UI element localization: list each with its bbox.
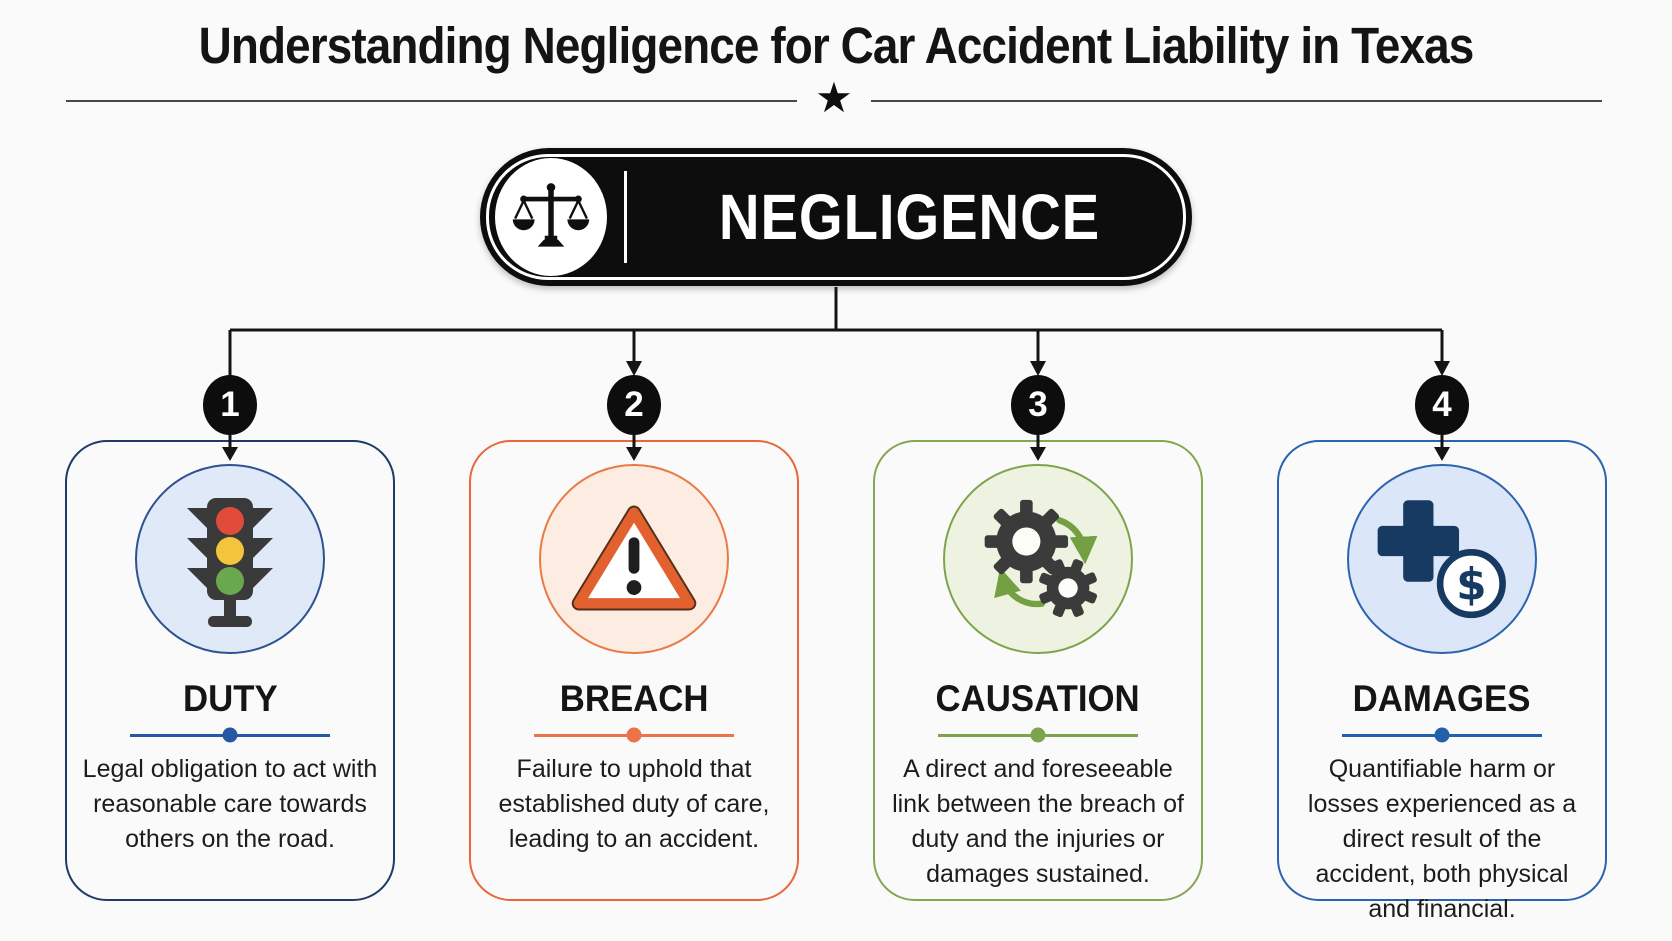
traffic-light-icon: [187, 498, 273, 627]
card-description-breach: Failure to uphold that established duty …: [498, 754, 770, 853]
accent-dot: [626, 727, 642, 743]
accent-dot: [1434, 727, 1450, 743]
damages-icon-circle: $: [1347, 464, 1537, 654]
page-title: Understanding Negligence for Car Acciden…: [198, 17, 1475, 74]
divider-rule-left: [66, 99, 798, 103]
card-title-breach: BREACH: [559, 678, 709, 719]
duty-icon-circle: [135, 464, 325, 654]
card-breach: BREACH Failure to uphold that establishe…: [469, 440, 799, 901]
badge-label: NEGLIGENCE: [718, 181, 1101, 253]
accent-dot: [222, 727, 238, 743]
step-number-1: 1: [203, 375, 257, 435]
step-number-4: 4: [1415, 375, 1469, 435]
step-number-2: 2: [607, 375, 661, 435]
star-icon: ★: [815, 74, 853, 121]
card-title-damages: DAMAGES: [1353, 678, 1531, 719]
gears-cycle-icon: [984, 499, 1098, 618]
breach-icon-circle: [539, 464, 729, 654]
accent-dot: [1030, 727, 1046, 743]
negligence-badge: NEGLIGENCE: [480, 148, 1192, 286]
card-description-damages: Quantifiable harm or losses experienced …: [1307, 754, 1577, 923]
card-title-causation: CAUSATION: [935, 678, 1141, 719]
svg-text:$: $: [1456, 560, 1486, 610]
card-causation: CAUSATION A direct and foreseeable link …: [873, 440, 1203, 901]
card-description-causation: A direct and foreseeable link between th…: [892, 754, 1184, 888]
scales-of-justice-icon: [512, 183, 590, 247]
card-description-duty: Legal obligation to act with reasonable …: [82, 754, 378, 853]
medical-cross-dollar-icon: $: [1377, 500, 1506, 619]
title-divider: ★: [66, 77, 1602, 119]
causation-icon-circle: [943, 464, 1133, 654]
badge-separator: [624, 171, 627, 263]
accent-divider: [130, 727, 330, 743]
divider-rule-right: [870, 99, 1602, 103]
card-duty: DUTY Legal obligation to act with reason…: [65, 440, 395, 901]
accent-divider: [534, 727, 734, 743]
card-damages: $ DAMAGES Quantifiable harm or losses ex…: [1277, 440, 1607, 923]
accent-divider: [938, 727, 1138, 743]
step-number-3: 3: [1011, 375, 1065, 435]
badge-emblem-circle: [495, 158, 607, 276]
accent-divider: [1342, 727, 1542, 743]
warning-triangle-icon: [571, 505, 697, 611]
card-title-duty: DUTY: [182, 678, 278, 719]
